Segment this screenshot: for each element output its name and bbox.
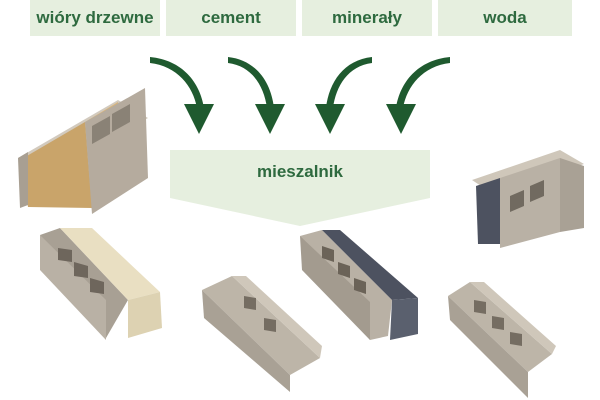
ingredient-label: cement [201, 8, 261, 27]
ingredient-wood-chips: wióry drzewne [30, 0, 160, 36]
block-graphite-corner [472, 150, 584, 248]
ingredient-label: wióry drzewne [36, 8, 154, 27]
ingredient-label: woda [483, 8, 527, 27]
ingredient-label: minerały [332, 8, 402, 27]
ingredient-cement: cement [166, 0, 296, 36]
arrow-icon [150, 57, 214, 134]
ingredient-minerals: minerały [302, 0, 432, 36]
arrow-icon [315, 57, 372, 134]
arrow-icon [386, 57, 450, 134]
block-cream-insulation [40, 228, 162, 340]
block-wood-insulation [18, 88, 148, 214]
block-plain [448, 282, 556, 398]
mixer-label: mieszalnik [257, 162, 343, 181]
arrow-icon [228, 57, 285, 134]
block-graphite-insulation [300, 230, 418, 340]
block-plain-short [202, 276, 322, 392]
ingredient-water: woda [438, 0, 572, 36]
